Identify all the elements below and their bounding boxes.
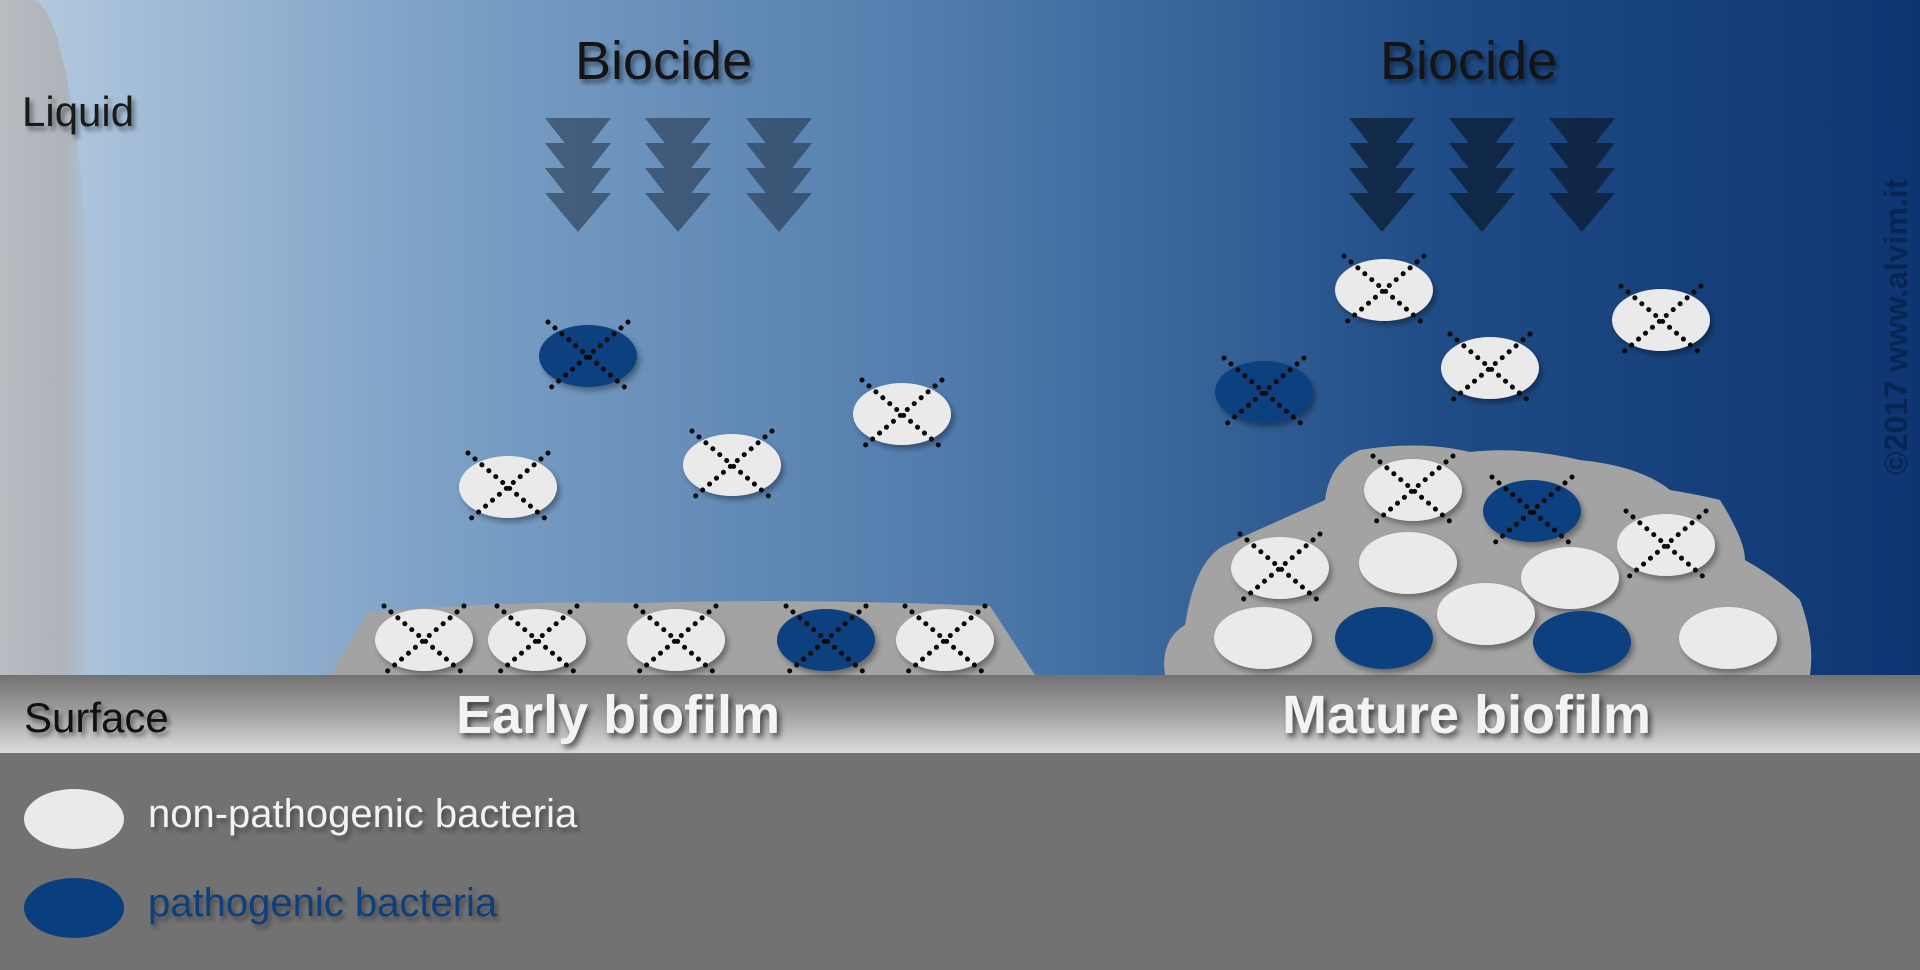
bacteria-cells xyxy=(375,253,1777,677)
killed-marker-icon xyxy=(1341,253,1427,327)
ground-region xyxy=(0,753,1920,970)
killed-marker-icon xyxy=(494,603,580,677)
killed-marker-icon xyxy=(689,428,775,502)
non-pathogenic-bacterium xyxy=(896,603,994,677)
non-pathogenic-bacterium xyxy=(488,603,586,677)
killed-marker-icon xyxy=(1623,508,1709,582)
killed-marker-icon xyxy=(859,377,945,451)
mature-biofilm-label: Mature biofilm xyxy=(1282,685,1652,745)
bacterium-body xyxy=(1521,547,1619,609)
non-pathogenic-bacterium xyxy=(1335,253,1433,327)
pathogenic-bacterium xyxy=(1533,611,1631,673)
non-pathogenic-bacterium xyxy=(1617,508,1715,582)
killed-marker-icon xyxy=(633,603,719,677)
pathogenic-bacterium xyxy=(1483,474,1581,548)
non-pathogenic-bacterium xyxy=(1214,607,1312,669)
non-pathogenic-bacterium xyxy=(1679,607,1777,669)
bacterium-body xyxy=(1437,583,1535,645)
liquid-label: Liquid xyxy=(22,88,135,135)
non-pathogenic-bacterium xyxy=(459,450,557,524)
non-pathogenic-bacterium xyxy=(683,428,781,502)
non-pathogenic-bacterium xyxy=(375,603,473,677)
legend-swatch-non-pathogenic xyxy=(24,789,124,849)
killed-marker-icon xyxy=(1370,453,1456,527)
legend-label-non-pathogenic: non-pathogenic bacteria xyxy=(148,792,578,836)
non-pathogenic-bacterium xyxy=(627,603,725,677)
pathogenic-bacterium xyxy=(1215,355,1313,429)
legend-label-pathogenic: pathogenic bacteria xyxy=(148,881,498,925)
arrow-down-icon xyxy=(1449,118,1515,232)
arrow-down-icon xyxy=(545,118,611,232)
killed-marker-icon xyxy=(381,603,467,677)
biocide-label-left: Biocide xyxy=(575,31,753,91)
killed-marker-icon xyxy=(1618,283,1704,357)
surface-band xyxy=(0,675,1920,753)
non-pathogenic-bacterium xyxy=(1437,583,1535,645)
killed-marker-icon xyxy=(1221,355,1307,429)
non-pathogenic-bacterium xyxy=(1612,283,1710,357)
mature-biofilm-matrix xyxy=(1164,445,1812,675)
non-pathogenic-bacterium xyxy=(1441,331,1539,405)
non-pathogenic-bacterium xyxy=(1364,453,1462,527)
non-pathogenic-bacterium xyxy=(1521,547,1619,609)
arrow-down-icon xyxy=(1549,118,1615,232)
biocide-arrows-right xyxy=(1349,118,1615,232)
arrow-down-icon xyxy=(746,118,812,232)
legend-swatch-pathogenic xyxy=(24,878,124,938)
copyright-text: ©2017 www.alvim.it xyxy=(1878,178,1914,475)
bacterium-body xyxy=(1533,611,1631,673)
bacterium-body xyxy=(1214,607,1312,669)
pathogenic-bacterium xyxy=(539,319,637,393)
biocide-arrows-left xyxy=(545,118,812,232)
arrow-down-icon xyxy=(645,118,711,232)
bacterium-body xyxy=(1359,532,1457,594)
killed-marker-icon xyxy=(1237,531,1323,605)
killed-marker-icon xyxy=(1447,331,1533,405)
non-pathogenic-bacterium xyxy=(1231,531,1329,605)
non-pathogenic-bacterium xyxy=(853,377,951,451)
killed-marker-icon xyxy=(1489,474,1575,548)
killed-marker-icon xyxy=(902,603,988,677)
killed-marker-icon xyxy=(465,450,551,524)
killed-marker-icon xyxy=(545,319,631,393)
early-biofilm-label: Early biofilm xyxy=(456,685,781,745)
arrow-down-icon xyxy=(1349,118,1415,232)
pathogenic-bacterium xyxy=(777,603,875,677)
surface-label: Surface xyxy=(24,694,169,741)
bacterium-body xyxy=(1335,607,1433,669)
biocide-label-right: Biocide xyxy=(1380,31,1558,91)
killed-marker-icon xyxy=(783,603,869,677)
pathogenic-bacterium xyxy=(1335,607,1433,669)
bacterium-body xyxy=(1679,607,1777,669)
non-pathogenic-bacterium xyxy=(1359,532,1457,594)
